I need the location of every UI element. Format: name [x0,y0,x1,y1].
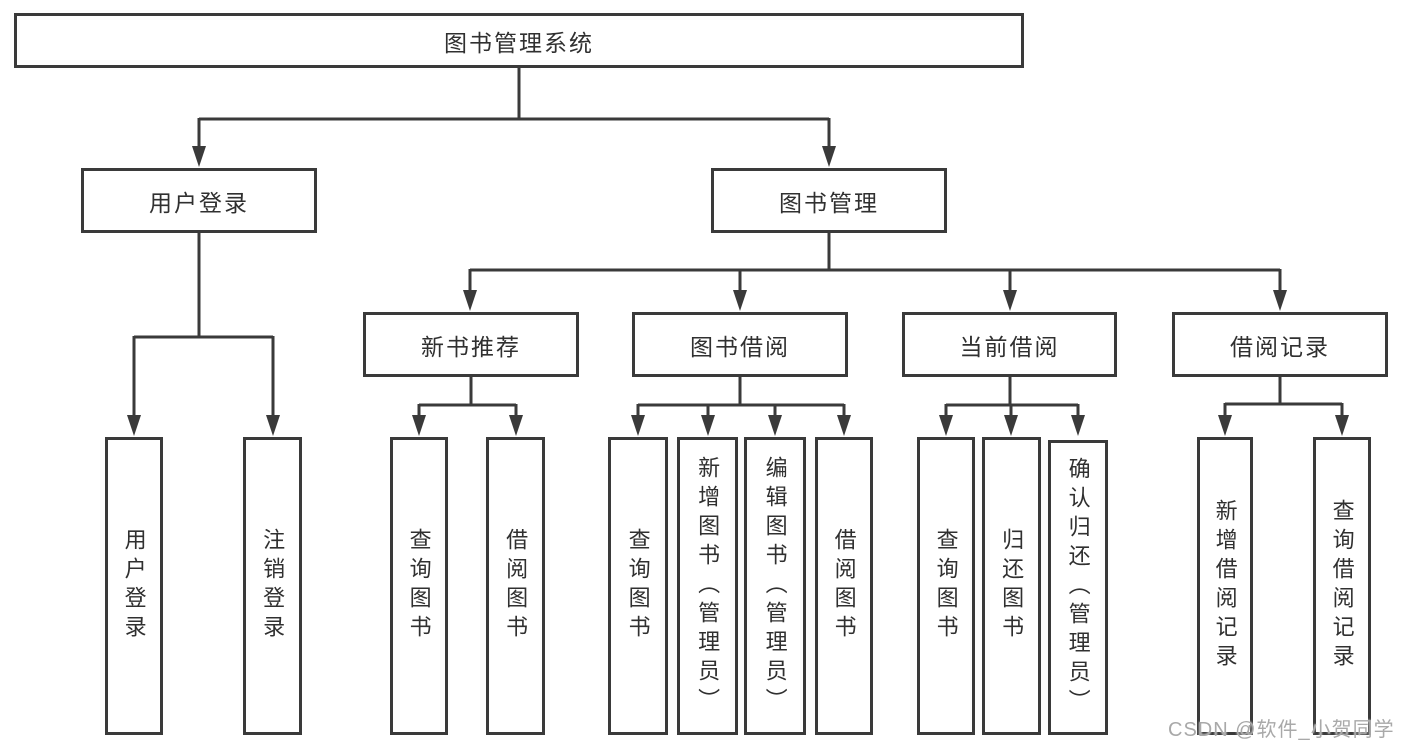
arrowhead-icon [631,415,645,436]
node-label: 注销登录 [260,528,286,644]
node-book-borrowing: 图书借阅 [632,312,848,377]
arrowhead-icon [127,415,141,436]
leaf-add-borrow-record: 新增借阅记录 [1197,437,1253,735]
node-label: 图书管理系统 [444,29,594,56]
leaf-borrow-books: 借阅图书 [486,437,545,735]
arrowhead-icon [1335,415,1349,436]
node-label: 用户登录 [149,189,249,216]
node-label: 借阅图书 [503,528,529,644]
arrowhead-icon [463,290,477,311]
arrowhead-icon [837,415,851,436]
leaf-return-books: 归还图书 [982,437,1041,735]
leaf-logout: 注销登录 [243,437,302,735]
node-label: 借阅图书 [831,528,857,644]
node-current-borrowing: 当前借阅 [902,312,1117,377]
node-book-management: 图书管理 [711,168,947,233]
node-label: 新增借阅记录 [1212,499,1238,673]
node-label: 查询图书 [625,528,651,644]
leaf-query-books: 查询图书 [608,437,668,735]
node-label: 确认归还（管理员） [1065,457,1091,718]
node-label: 归还图书 [999,528,1025,644]
node-label: 新书推荐 [421,333,521,360]
watermark: CSDN @软件_小贺同学 [1168,719,1395,741]
node-label: 图书管理 [779,189,879,216]
node-label: 编辑图书（管理员） [762,455,788,717]
leaf-user-login: 用户登录 [105,437,163,735]
arrowhead-icon [1273,290,1287,311]
arrowhead-icon [701,415,715,436]
leaf-query-borrow-record: 查询借阅记录 [1313,437,1371,735]
arrowhead-icon [412,415,426,436]
arrowhead-icon [509,415,523,436]
node-label: 用户登录 [121,528,147,644]
node-label: 图书借阅 [690,333,790,360]
node-user-login: 用户登录 [81,168,317,233]
arrowhead-icon [1004,415,1018,436]
arrowhead-icon [939,415,953,436]
leaf-add-book-admin: 新增图书（管理员） [677,437,738,735]
node-label: 查询借阅记录 [1329,499,1355,673]
arrowhead-icon [192,146,206,167]
leaf-edit-book-admin: 编辑图书（管理员） [744,437,806,735]
leaf-confirm-return-admin: 确认归还（管理员） [1048,440,1108,735]
node-borrowing-records: 借阅记录 [1172,312,1388,377]
arrowhead-icon [1071,415,1085,436]
node-label: 新增图书（管理员） [695,455,721,717]
node-new-book-recommendation: 新书推荐 [363,312,579,377]
node-label: 借阅记录 [1230,333,1330,360]
connector-segments [132,68,1344,416]
arrowhead-icon [768,415,782,436]
leaf-borrow-books: 借阅图书 [815,437,873,735]
node-label: 当前借阅 [959,333,1060,360]
leaf-query-books: 查询图书 [390,437,448,735]
arrowhead-icon [266,415,280,436]
connector-arrowheads [127,146,1349,436]
arrowhead-icon [733,290,747,311]
leaf-query-books: 查询图书 [917,437,975,735]
node-label: 查询图书 [406,528,432,644]
node-library-system: 图书管理系统 [14,13,1024,68]
arrowhead-icon [1218,415,1232,436]
arrowhead-icon [822,146,836,167]
arrowhead-icon [1003,290,1017,311]
node-label: 查询图书 [933,528,959,644]
